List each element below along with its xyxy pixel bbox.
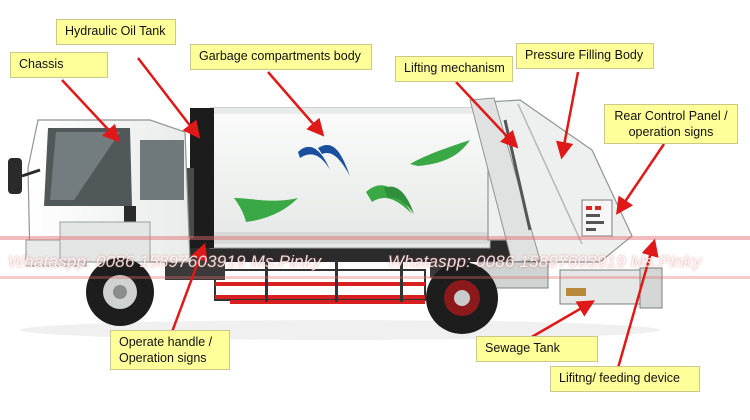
label-lifting-feeding-device: Lifitng/ feeding device	[550, 366, 700, 392]
arrow-hydraulic-oil-tank	[137, 57, 201, 139]
label-operate-handle-line2: Operation signs	[119, 351, 207, 365]
rear-compactor	[469, 97, 633, 263]
arrow-lifting-feeding	[616, 238, 659, 369]
logo-blue-stroke-2	[318, 144, 350, 176]
front-wheel	[86, 258, 154, 326]
lifting-feeding-device	[559, 267, 663, 309]
watermark-text-left: Whataspp: 0086 15897603919 Ms.Pinky	[8, 252, 322, 271]
arrow-chassis	[61, 79, 121, 143]
watermark-text-right: Whataspp: 0086 15897603919 Ms.Pinky	[388, 252, 702, 271]
arrow-sewage-tank	[529, 300, 596, 340]
label-rear-control-panel: Rear Control Panel / operation signs	[604, 104, 738, 144]
label-rear-control-line1: Rear Control Panel /	[614, 109, 728, 123]
label-sewage-tank: Sewage Tank	[476, 336, 598, 362]
label-lifting-mechanism: Lifting mechanism	[395, 56, 513, 82]
rear-wheel	[426, 262, 498, 334]
truck-cab	[8, 119, 191, 267]
watermark-band-bottom	[0, 276, 750, 279]
label-garbage-compartments-body: Garbage compartments body	[190, 44, 372, 70]
garbage-truck	[8, 97, 663, 340]
label-pressure-filling-body: Pressure Filling Body	[516, 43, 654, 69]
label-rear-control-line2: operation signs	[628, 125, 714, 139]
arrow-pressure-filling	[556, 71, 580, 160]
logo-green-leaf-1	[410, 140, 470, 166]
label-chassis: Chassis	[10, 52, 108, 78]
garbage-compartment-body	[209, 107, 491, 249]
arrow-garbage-body	[267, 71, 325, 137]
logo-green-stroke-4	[384, 186, 414, 214]
cab-window-glare	[50, 132, 120, 200]
label-operate-handle: Operate handle / Operation signs	[110, 330, 230, 370]
label-operate-handle-line1: Operate handle /	[119, 335, 213, 349]
cab-side-window	[140, 140, 184, 200]
label-hydraulic-oil-tank: Hydraulic Oil Tank	[56, 19, 176, 45]
watermark-band	[0, 236, 750, 240]
arrow-operate-handle	[170, 242, 208, 333]
arrow-lifting-mechanism	[455, 81, 519, 149]
logo-green-leaf-2	[234, 198, 298, 222]
logo-green-stroke-3	[366, 185, 412, 214]
logo-blue-stroke-1	[298, 146, 330, 170]
side-mirror	[8, 158, 22, 194]
cab-door-handle	[124, 206, 136, 226]
body-logo	[234, 140, 470, 222]
callout-arrows	[61, 57, 666, 369]
arrow-rear-control	[616, 143, 666, 215]
